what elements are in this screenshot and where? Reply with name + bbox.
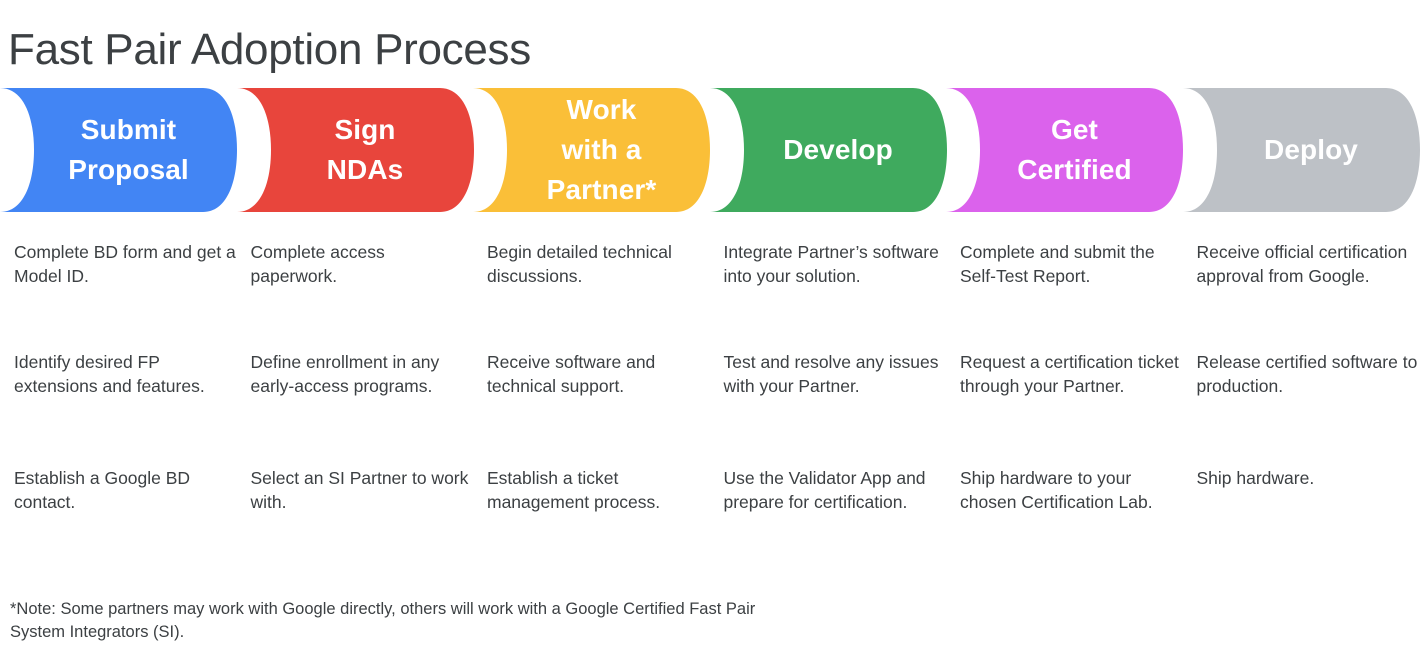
step-item: Request a certification ticket through y…	[960, 350, 1182, 398]
step-item: Test and resolve any issues with your Pa…	[724, 350, 946, 398]
stage-chevron-work-with-a-partner[interactable]: Work with a Partner*	[473, 88, 710, 212]
step-item: Integrate Partner’s software into your s…	[724, 240, 946, 288]
step-item: Complete and submit the Self-Test Report…	[960, 240, 1182, 288]
stage-label-develop: Develop	[757, 130, 899, 170]
stage-label-sign-ndas: Sign NDAs	[301, 110, 410, 190]
step-item: Define enrollment in any early-access pr…	[251, 350, 473, 398]
stage-label-get-certified: Get Certified	[991, 110, 1137, 190]
step-item: Use the Validator App and prepare for ce…	[724, 466, 946, 514]
stage-chevron-get-certified[interactable]: Get Certified	[946, 88, 1183, 212]
step-item: Begin detailed technical discussions.	[487, 240, 709, 288]
process-chevron-band: Submit Proposal Sign NDAs Work with a Part…	[0, 88, 1423, 212]
step-item: Identify desired FP extensions and featu…	[14, 350, 236, 398]
process-steps-grid: Complete BD form and get a Model ID. Iden…	[0, 240, 1423, 540]
step-item: Select an SI Partner to work with.	[251, 466, 473, 514]
step-item: Complete access paperwork.	[251, 240, 473, 288]
step-item: Release certified software to production…	[1197, 350, 1419, 398]
footnote-note: *Note: Some partners may work with Googl…	[10, 598, 770, 645]
stage-label-deploy: Deploy	[1238, 130, 1364, 170]
step-item: Establish a ticket management process.	[487, 466, 709, 514]
stage-chevron-deploy[interactable]: Deploy	[1183, 88, 1420, 212]
stage-label-work-with-a-partner: Work with a Partner*	[521, 90, 663, 209]
step-item: Ship hardware.	[1197, 466, 1419, 490]
stage-chevron-sign-ndas[interactable]: Sign NDAs	[237, 88, 474, 212]
step-item: Establish a Google BD contact.	[14, 466, 236, 514]
step-item: Receive software and technical support.	[487, 350, 709, 398]
stage-chevron-submit-proposal[interactable]: Submit Proposal	[0, 88, 237, 212]
stage-chevron-develop[interactable]: Develop	[710, 88, 947, 212]
step-item: Complete BD form and get a Model ID.	[14, 240, 236, 288]
step-item: Receive official certification approval …	[1197, 240, 1419, 288]
step-item: Ship hardware to your chosen Certificati…	[960, 466, 1182, 514]
stage-label-submit-proposal: Submit Proposal	[42, 110, 195, 190]
page-title: Fast Pair Adoption Process	[8, 25, 531, 76]
